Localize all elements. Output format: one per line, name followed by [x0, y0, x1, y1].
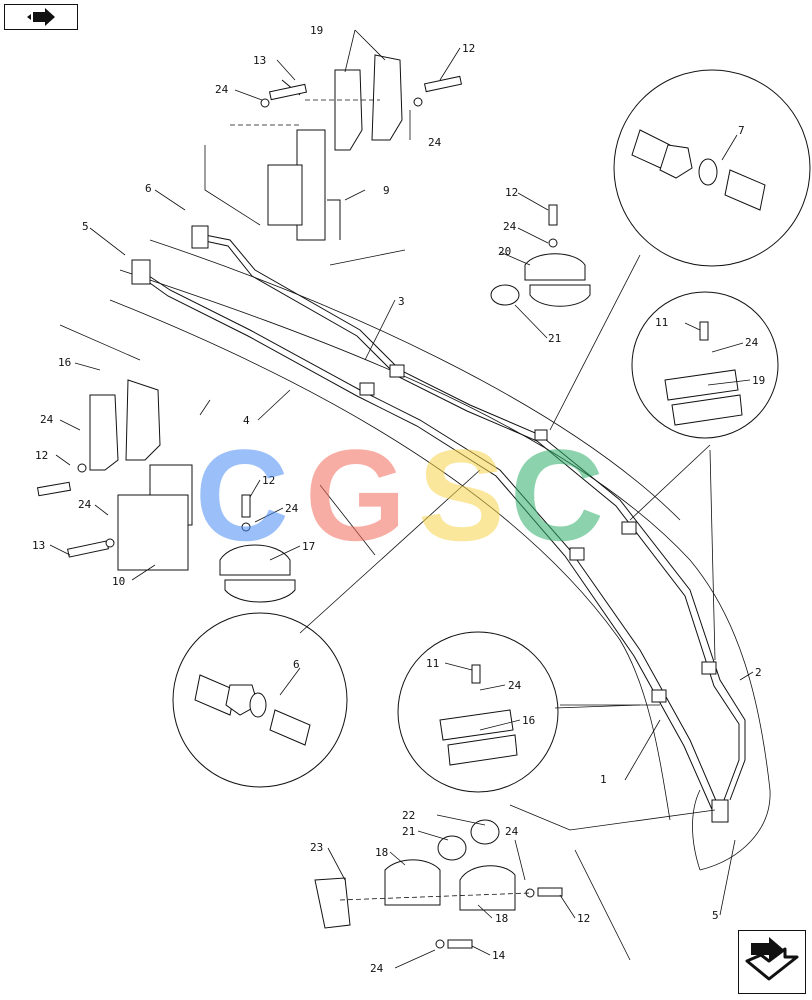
callout-22: 22 [402, 809, 415, 822]
callout-14: 14 [492, 949, 506, 962]
page-forward-arrow-icon [745, 937, 799, 981]
callout-7: 7 [738, 124, 745, 137]
callout-16-left: 16 [58, 356, 71, 369]
callout-20: 20 [498, 245, 511, 258]
callout-5-bottom: 5 [712, 909, 719, 922]
callout-11-right: 11 [655, 316, 668, 329]
callout-24-left-a: 24 [40, 413, 54, 426]
callout-3: 3 [398, 295, 405, 308]
callout-24-lower: 24 [508, 679, 522, 692]
callout-24-top-right: 24 [428, 136, 442, 149]
callout-6-circle: 6 [293, 658, 300, 671]
detail-circle-fitting-6 [172, 612, 348, 788]
callout-24-center: 24 [285, 502, 299, 515]
detail-circle-clamp-19 [631, 291, 779, 439]
callout-18-b: 18 [495, 912, 508, 925]
detail-circle-fitting-7 [613, 69, 811, 267]
watermark-letter-3: S [418, 422, 505, 568]
callout-24-left-b: 24 [78, 498, 92, 511]
callout-17: 17 [302, 540, 315, 553]
page-back-arrow-icon [27, 8, 55, 26]
callout-9: 9 [383, 184, 390, 197]
callout-24-bottom-a: 24 [505, 825, 519, 838]
callout-4: 4 [243, 414, 250, 427]
previous-page-button[interactable] [4, 4, 78, 30]
watermark-letter-4: C [510, 422, 604, 568]
callout-12-center: 12 [262, 474, 275, 487]
callout-1: 1 [600, 773, 607, 786]
callout-19-top: 19 [310, 24, 323, 37]
boom-outline [109, 239, 771, 871]
callout-24-bottom-b: 24 [370, 962, 384, 975]
callout-24-mid: 24 [503, 220, 517, 233]
callout-19-right: 19 [752, 374, 765, 387]
callout-21-bottom: 21 [402, 825, 415, 838]
left-bracket-assembly [36, 379, 193, 571]
callout-13-left: 13 [32, 539, 45, 552]
center-clamp-assembly [219, 494, 296, 603]
callout-16-lower: 16 [522, 714, 535, 727]
callout-12-bottom: 12 [577, 912, 590, 925]
bottom-clamp-assembly [314, 819, 563, 949]
callout-13-top: 13 [253, 54, 266, 67]
callout-11-lower: 11 [426, 657, 439, 670]
callout-6-top: 6 [145, 182, 152, 195]
callout-12-top: 12 [462, 42, 475, 55]
callout-24-top-left: 24 [215, 83, 229, 96]
detail-circle-clamp-16 [397, 631, 559, 793]
callouts: 19 13 12 24 24 6 9 5 7 12 24 20 21 3 11 … [32, 24, 765, 975]
callout-12-mid: 12 [505, 186, 518, 199]
callout-18-a: 18 [375, 846, 388, 859]
top-bracket-assembly [230, 54, 463, 241]
callout-12-left: 12 [35, 449, 48, 462]
callout-10: 10 [112, 575, 125, 588]
leader-lines [49, 29, 754, 969]
watermark: C G S C [195, 422, 604, 568]
callout-5-top: 5 [82, 220, 89, 233]
callout-24-right: 24 [745, 336, 759, 349]
callout-23: 23 [310, 841, 323, 854]
watermark-letter-2: G [305, 422, 406, 568]
callout-2: 2 [755, 666, 762, 679]
callout-21-mid: 21 [548, 332, 561, 345]
watermark-letter-1: C [195, 422, 289, 568]
mid-clamp-assembly [490, 204, 591, 307]
next-page-button[interactable] [738, 930, 806, 994]
tube-clamps [131, 225, 729, 823]
